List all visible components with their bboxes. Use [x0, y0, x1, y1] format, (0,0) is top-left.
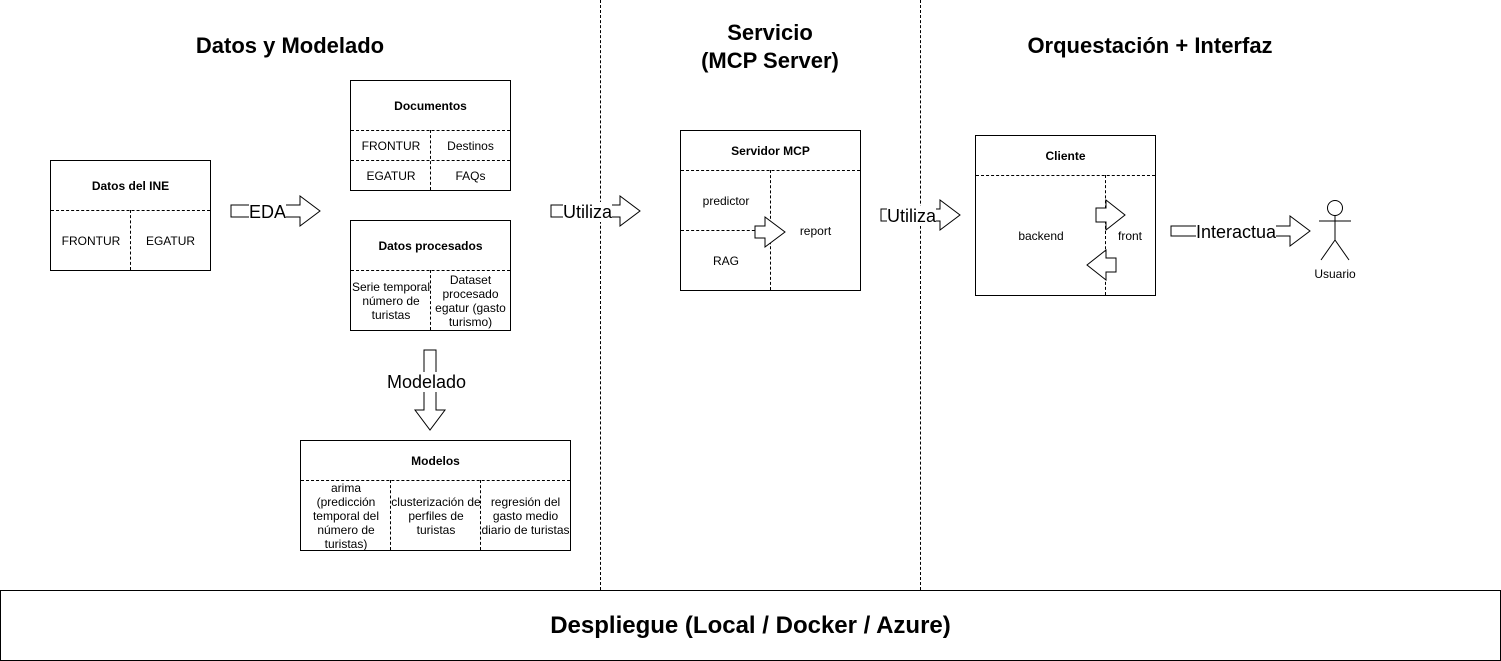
ine-cell-frontur: FRONTUR: [61, 233, 121, 248]
arrow-label-eda: EDA: [249, 202, 287, 222]
datos-procesados-title: Datos procesados: [378, 239, 483, 253]
arrow-front-backend-icon: [1086, 248, 1117, 282]
ine-data-title: Datos del INE: [91, 179, 170, 193]
cliente-box: Cliente backend front: [975, 135, 1156, 296]
cliente-cell-front: front: [1118, 228, 1143, 243]
section-separator: [920, 0, 921, 590]
modelos-cell-regresion: regresión del gasto medio diario de turi…: [481, 494, 570, 537]
modelos-box: Modelos arima (predicción temporal del n…: [300, 440, 571, 551]
procesados-cell-dataset: Dataset procesado egatur (gasto turismo): [435, 272, 506, 329]
arrow-label-interactua: Interactua: [1196, 222, 1277, 242]
servidor-cell-rag: RAG: [712, 253, 739, 268]
cliente-cell-backend: backend: [1018, 228, 1064, 243]
section-heading-orquestacion: Orquestación + Interfaz: [1027, 33, 1273, 58]
arrow-server-internal-icon: [754, 216, 786, 248]
divider: [681, 230, 770, 231]
divider: [390, 480, 391, 550]
divider: [130, 210, 131, 270]
servidor-cell-report: report: [799, 223, 832, 238]
documentos-cell-egatur: EGATUR: [366, 168, 416, 183]
section-heading-servicio: Servicio (MCP Server): [701, 20, 839, 73]
servidor-cell-predictor: predictor: [702, 194, 750, 208]
ine-cell-egatur: EGATUR: [145, 233, 196, 248]
servidor-mcp-title: Servidor MCP: [731, 144, 810, 158]
section-heading-datos-modelado: Datos y Modelado: [195, 33, 385, 58]
modelos-cell-arima: arima (predicción temporal del número de…: [312, 480, 380, 551]
ine-data-box: Datos del INE FRONTUR EGATUR: [50, 160, 211, 271]
user-actor-label: Usuario: [1314, 267, 1356, 281]
section-separator: [600, 0, 601, 590]
documentos-box: Documentos FRONTUR Destinos EGATUR FAQs: [350, 80, 511, 191]
documentos-title: Documentos: [394, 99, 467, 113]
arrow-label-utiliza-1: Utiliza: [563, 202, 613, 222]
documentos-cell-frontur: FRONTUR: [361, 139, 421, 153]
divider: [976, 175, 1155, 176]
documentos-cell-faqs: FAQs: [455, 168, 486, 183]
modelos-title: Modelos: [411, 454, 460, 468]
modelos-cell-clusterizacion: clusterización de perfiles de turistas: [391, 494, 481, 537]
cliente-title: Cliente: [1045, 149, 1086, 163]
user-actor-icon: [1319, 200, 1351, 261]
divider: [1105, 175, 1106, 295]
deployment-bar: Despliegue (Local / Docker / Azure): [0, 590, 1501, 661]
divider: [480, 480, 481, 550]
procesados-cell-serie: Serie temporal número de turistas: [351, 279, 431, 322]
divider: [301, 480, 570, 481]
arrow-label-modelado: Modelado: [387, 372, 467, 392]
datos-procesados-box: Datos procesados Serie temporal número d…: [350, 220, 511, 331]
divider: [430, 130, 431, 190]
documentos-cell-destinos: Destinos: [447, 139, 494, 153]
arrow-label-utiliza-2: Utiliza: [887, 206, 937, 226]
servidor-mcp-box: Servidor MCP predictor RAG report: [680, 130, 861, 291]
arrow-backend-front-icon: [1095, 198, 1126, 232]
divider: [430, 270, 431, 330]
